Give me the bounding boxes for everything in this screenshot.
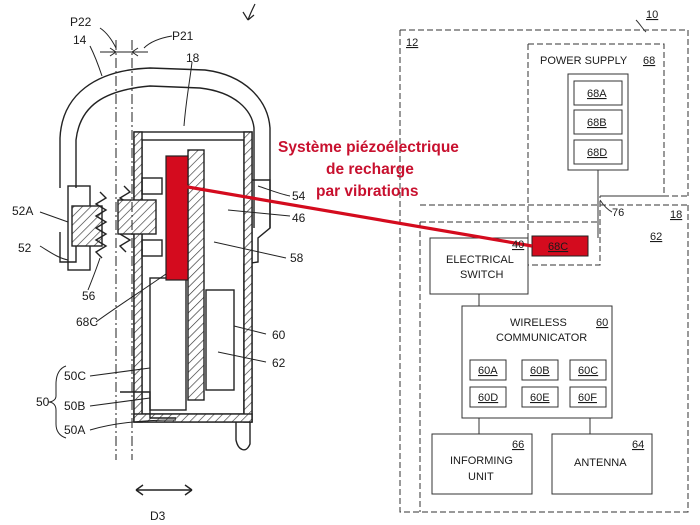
d3-arrow	[135, 484, 193, 496]
annotation-line-1: Système piézoélectrique	[278, 139, 459, 156]
cell-68a: 68A	[587, 88, 607, 100]
annotation-line-2: de recharge	[326, 161, 414, 178]
module-60	[205, 289, 235, 391]
power-supply-label: POWER SUPPLY	[540, 55, 628, 67]
wcell-60e: 60E	[530, 392, 550, 404]
label-68: 68	[643, 55, 655, 67]
label-18: 18	[186, 51, 200, 65]
label-50: 50	[36, 395, 50, 409]
wcell-60f: 60F	[578, 392, 597, 404]
wireless-line-1: WIRELESS	[510, 317, 567, 329]
wcell-60c: 60C	[578, 365, 598, 377]
informing-ref: 66	[512, 439, 524, 451]
wcell-60a: 60A	[478, 365, 498, 377]
spring-56	[94, 191, 108, 259]
wireless-line-2: COMMUNICATOR	[496, 332, 587, 344]
label-58: 58	[290, 251, 304, 265]
label-10: 10	[646, 9, 658, 21]
label-62-right: 62	[650, 231, 662, 243]
battery-50	[149, 277, 187, 411]
wireless-box	[461, 305, 613, 419]
label-p22: P22	[70, 15, 92, 29]
antenna-ref: 64	[632, 439, 644, 451]
wcell-60d: 60D	[478, 392, 498, 404]
cell-68b: 68B	[587, 117, 607, 129]
informing-line-1: INFORMING	[450, 455, 513, 467]
block-diagram	[399, 19, 689, 513]
cell-68d: 68D	[587, 147, 607, 159]
label-40: 40	[512, 239, 524, 251]
top-arrow	[242, 3, 256, 21]
label-12: 12	[406, 37, 418, 49]
device-cross-section	[59, 40, 271, 460]
label-14: 14	[73, 33, 87, 47]
housing-inner	[75, 85, 255, 228]
informing-unit-box	[431, 433, 533, 495]
label-60: 60	[272, 328, 286, 342]
housing-outer	[59, 67, 271, 451]
wcell-60b: 60B	[530, 365, 550, 377]
piezo-link-line	[181, 184, 533, 248]
piezo-element	[165, 155, 189, 281]
system-12-border	[400, 29, 689, 196]
informing-line-2: UNIT	[468, 471, 494, 483]
label-18-right: 18	[670, 209, 682, 221]
label-54: 54	[292, 189, 306, 203]
wireless-ref: 60	[596, 317, 608, 329]
label-52a: 52A	[12, 204, 33, 218]
label-62: 62	[272, 356, 286, 370]
annotation-line-3: par vibrations	[316, 183, 419, 200]
label-56: 56	[82, 289, 96, 303]
label-50b: 50B	[64, 399, 85, 413]
label-68c-block: 68C	[548, 241, 568, 253]
dimension-p21-p22	[89, 27, 173, 77]
label-d3: D3	[150, 509, 166, 523]
label-p21: P21	[172, 29, 194, 43]
label-46: 46	[292, 211, 306, 225]
label-52: 52	[18, 241, 32, 255]
leader-lines	[39, 61, 291, 439]
label-50a: 50A	[64, 423, 85, 437]
switch-line-1: ELECTRICAL	[446, 254, 514, 266]
label-50c: 50C	[64, 369, 86, 383]
switch-line-2: SWITCH	[460, 269, 503, 281]
antenna-box	[551, 433, 653, 495]
antenna-label: ANTENNA	[574, 457, 627, 469]
label-76: 76	[612, 207, 624, 219]
label-68c-left: 68C	[76, 315, 98, 329]
